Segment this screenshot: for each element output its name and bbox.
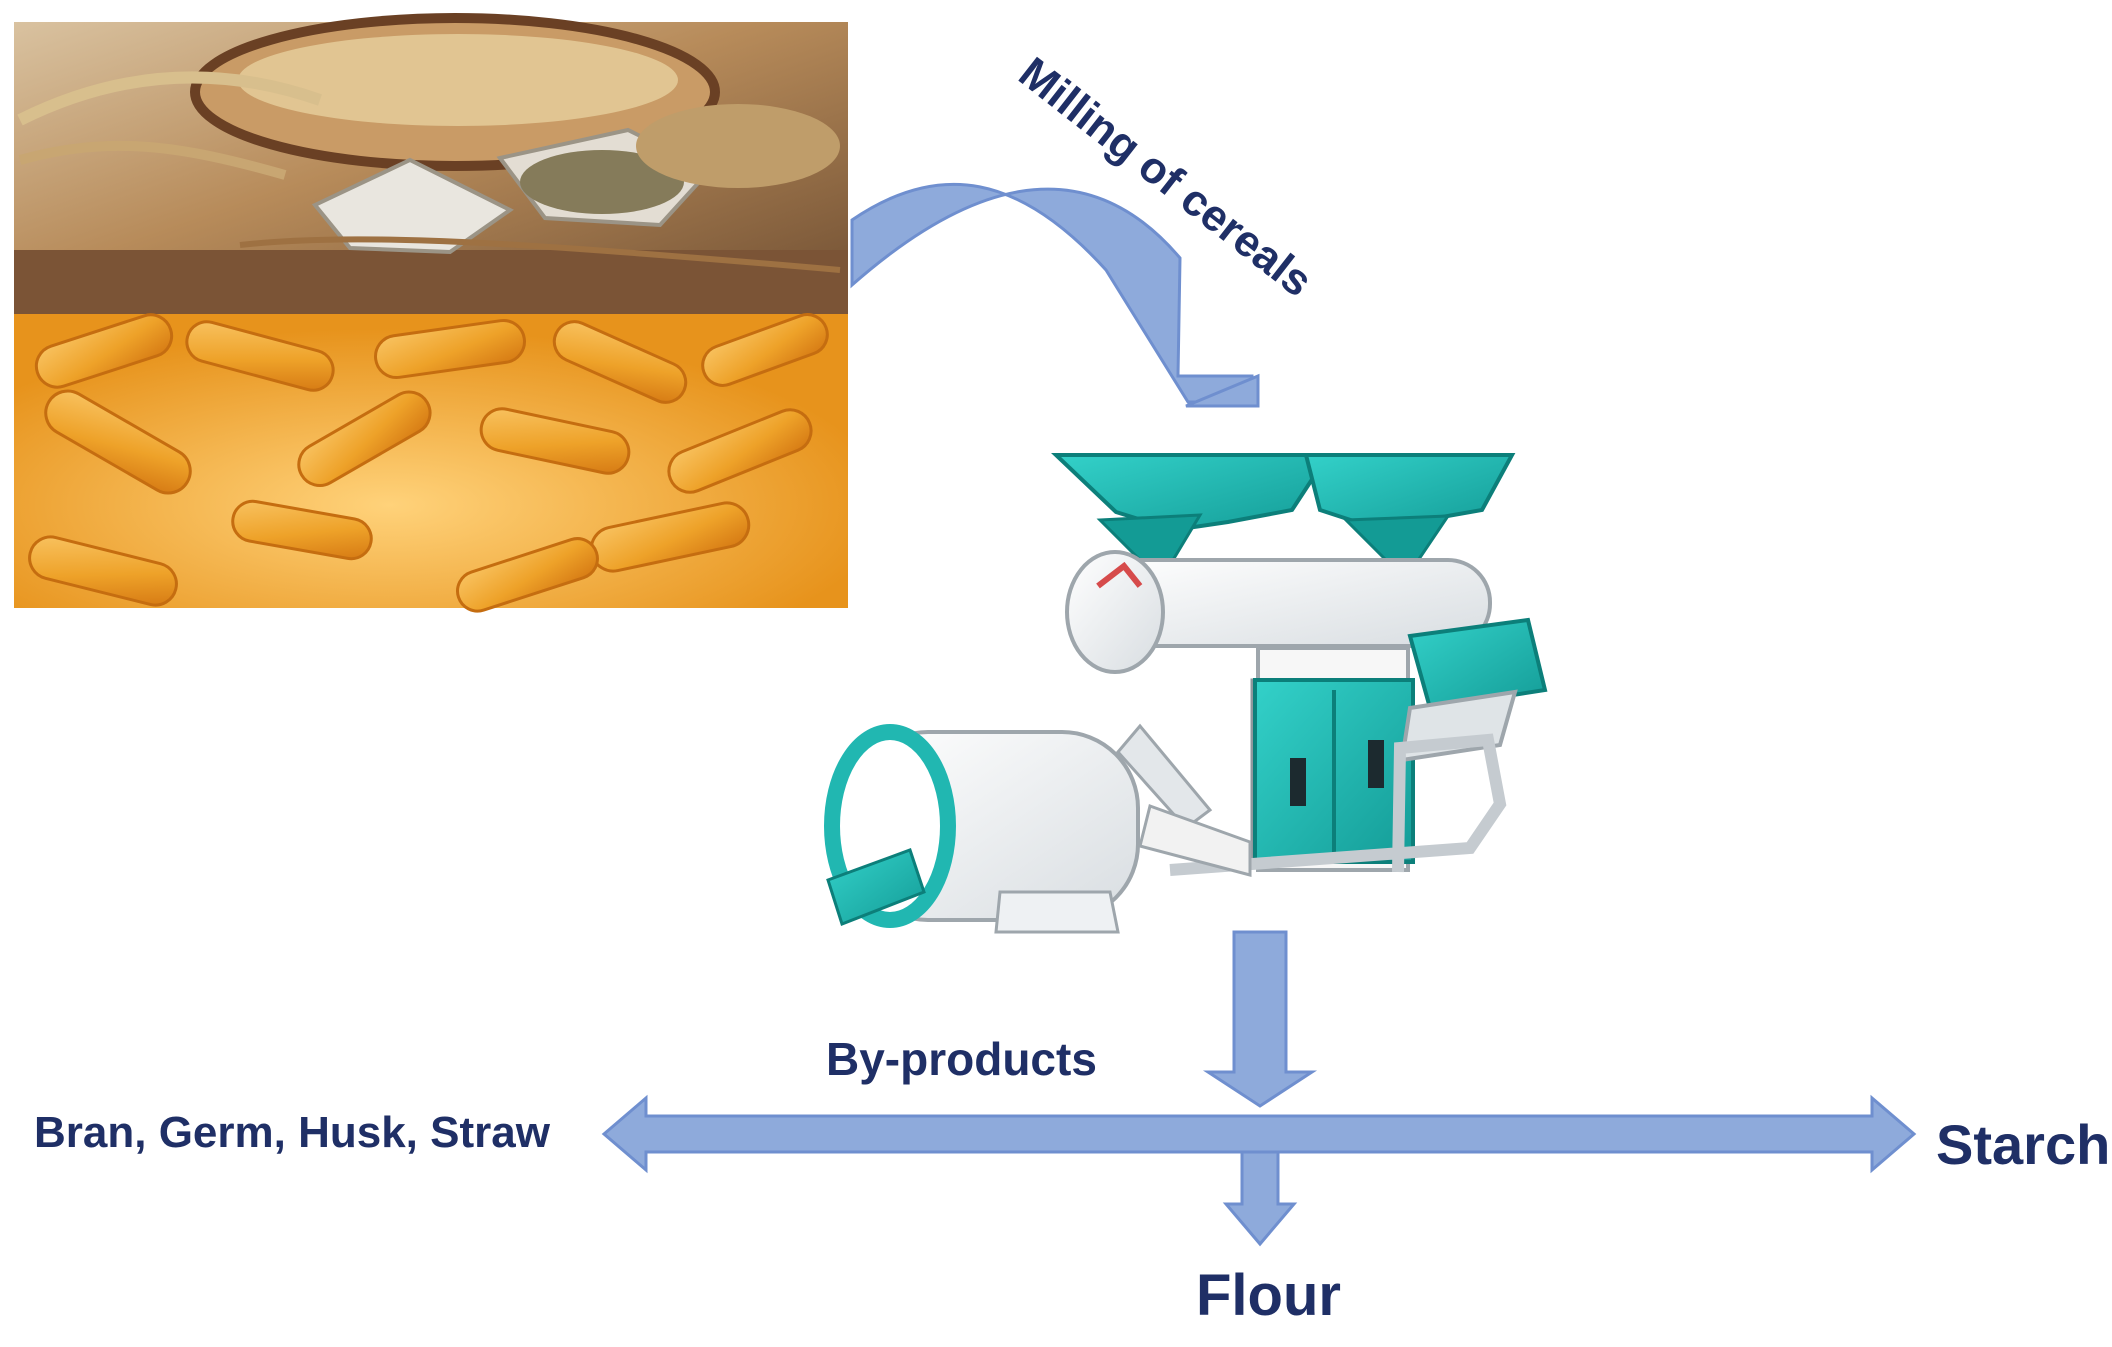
milling-arrow [850, 182, 1260, 408]
byproducts-label: By-products [826, 1033, 1097, 1085]
right-output-label: Starch [1936, 1113, 2111, 1176]
mill-machine [824, 453, 1548, 934]
down-arrow-to-products [1202, 930, 1318, 1108]
cereals-photo [14, 13, 848, 314]
corn-photo [14, 313, 848, 613]
bottom-output-label: Flour [1196, 1263, 1341, 1328]
down-arrow-to-flour [1222, 1150, 1298, 1247]
left-output-label: Bran, Germ, Husk, Straw [34, 1108, 550, 1157]
horizontal-double-arrow [601, 1094, 1917, 1174]
